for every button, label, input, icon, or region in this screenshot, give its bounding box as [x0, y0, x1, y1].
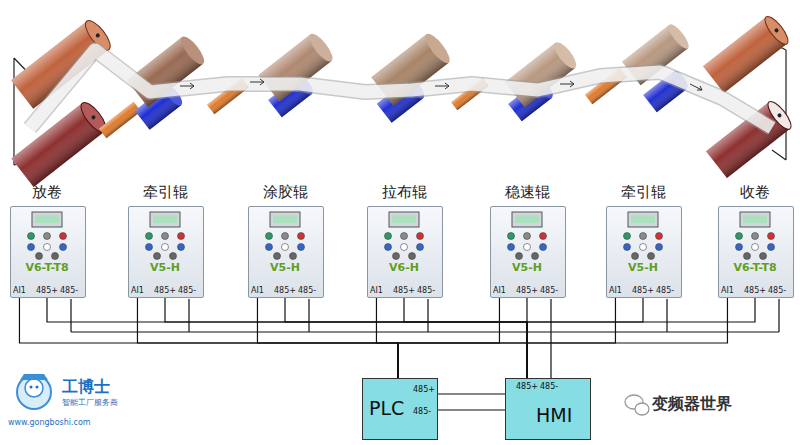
- model-number: V5-H: [249, 262, 321, 275]
- plc-box: PLC 485+ 485-: [362, 378, 438, 440]
- controller-name: PLC: [369, 398, 404, 420]
- terminal-label: 485+: [516, 286, 538, 295]
- inverter-unit: V6-H AI1 485+485- 拉布辊: [367, 184, 443, 298]
- terminal-label: AI1: [721, 286, 734, 295]
- terminal-label: 485+: [274, 286, 296, 295]
- inverter-unit: V5-H AI1 485+485- 牵引辊: [128, 184, 204, 298]
- model-number: V5-H: [491, 262, 563, 275]
- inverter-panel: V5-H AI1 485+485-: [128, 206, 204, 298]
- controller-panel: HMI 485+485-: [505, 378, 591, 440]
- terminal-label: AI1: [370, 286, 383, 295]
- terminal-label: 485+: [36, 286, 58, 295]
- controller-name: HMI: [536, 405, 572, 427]
- keypad-drawing: [368, 207, 440, 297]
- unit-name: 牵引辊: [128, 184, 202, 201]
- unit-name: 拉布辊: [367, 184, 441, 201]
- inverter-panel: V5-H AI1 485+485-: [606, 206, 682, 298]
- keypad-drawing: [249, 207, 321, 297]
- unit-name: 稳速辊: [490, 184, 564, 201]
- watermark-brand: 工博士: [62, 378, 110, 396]
- terminal-label: AI1: [131, 286, 144, 295]
- keypad-drawing: [607, 207, 679, 297]
- signal-wire: [285, 298, 527, 378]
- terminal-label: 485-: [417, 286, 435, 295]
- inverter-unit: V5-H AI1 485+485- 牵引辊: [606, 184, 682, 298]
- inverter-panel: V5-H AI1 485+485-: [248, 206, 324, 298]
- terminal-label: 485-: [656, 286, 674, 295]
- web-direction-arrows: [180, 79, 702, 90]
- terminal-label: 485-: [540, 286, 558, 295]
- watermark-url: www.gongboshi.com: [8, 418, 91, 427]
- inverter-panel: V6-T-T8AI1 485+485-: [10, 206, 86, 298]
- signal-wire: [438, 409, 505, 410]
- model-number: V6-T-T8: [11, 262, 83, 275]
- keypad-drawing: [129, 207, 201, 297]
- signal-wire: [165, 298, 527, 378]
- watermark-slogan: 智能工厂服务商: [62, 398, 118, 407]
- signal-wire: [376, 298, 398, 378]
- unit-name: 涂胶辊: [248, 184, 322, 201]
- terminal-label: AI1: [251, 286, 264, 295]
- terminal-label: 485-: [413, 407, 431, 416]
- web-material: [30, 50, 772, 128]
- signal-wire: [19, 298, 398, 378]
- controller-panel: PLC 485+ 485-: [362, 378, 438, 440]
- wechat-icon: [625, 395, 649, 415]
- hmi-box: HMI 485+485-: [505, 378, 591, 440]
- signal-wire: [527, 298, 755, 378]
- signal-wire: [398, 298, 727, 378]
- rs485-minus-bus: [71, 299, 779, 378]
- terminal-label: 485-: [540, 382, 558, 391]
- keypad-drawing: [719, 207, 791, 297]
- model-number: V5-H: [129, 262, 201, 275]
- signal-wire: [527, 298, 643, 378]
- unit-name: 放卷: [10, 184, 84, 201]
- unit-name: 收卷: [718, 184, 792, 201]
- unit-name: 牵引辊: [606, 184, 680, 201]
- signal-wire: [257, 298, 398, 378]
- watermark-logo: [17, 374, 51, 409]
- model-number: V6-T-T8: [719, 262, 791, 275]
- inverter-panel: V6-H AI1 485+485-: [367, 206, 443, 298]
- terminal-label: 485+: [154, 286, 176, 295]
- terminal-label: AI1: [493, 286, 506, 295]
- terminal-label: 485+: [516, 382, 538, 391]
- inverter-unit: V5-H AI1 485+485- 涂胶辊: [248, 184, 324, 298]
- keypad-drawing: [491, 207, 563, 297]
- inverter-unit: V5-H AI1 485+485- 稳速辊: [490, 184, 566, 298]
- signal-wire: [398, 298, 499, 378]
- rollers: [11, 13, 795, 187]
- terminal-label: 485-: [298, 286, 316, 295]
- terminal-label: 485-: [178, 286, 196, 295]
- terminal-label: 485+: [632, 286, 654, 295]
- keypad-drawing: [11, 207, 83, 297]
- inverter-panel: V5-H AI1 485+485-: [490, 206, 566, 298]
- terminal-label: 485+: [413, 385, 435, 394]
- watermark-channel: 变频器世界: [652, 395, 732, 413]
- terminal-label: 485-: [60, 286, 78, 295]
- inverter-unit: V6-T-T8AI1 485+485- 放卷: [10, 184, 86, 298]
- terminal-label: AI1: [609, 286, 622, 295]
- model-number: V5-H: [607, 262, 679, 275]
- terminal-label: 485+: [393, 286, 415, 295]
- terminal-label: 485-: [768, 286, 786, 295]
- signal-wire: [438, 393, 505, 394]
- signal-wire: [137, 298, 398, 378]
- terminal-label: AI1: [13, 286, 26, 295]
- signal-wire: [404, 298, 527, 378]
- signal-wire: [47, 298, 527, 378]
- inverter-panel: V6-T-T8AI1 485+485-: [718, 206, 794, 298]
- signal-wire: [398, 298, 615, 378]
- model-number: V6-H: [368, 262, 440, 275]
- inverter-unit: V6-T-T8AI1 485+485- 收卷: [718, 184, 794, 298]
- terminal-label: 485+: [744, 286, 766, 295]
